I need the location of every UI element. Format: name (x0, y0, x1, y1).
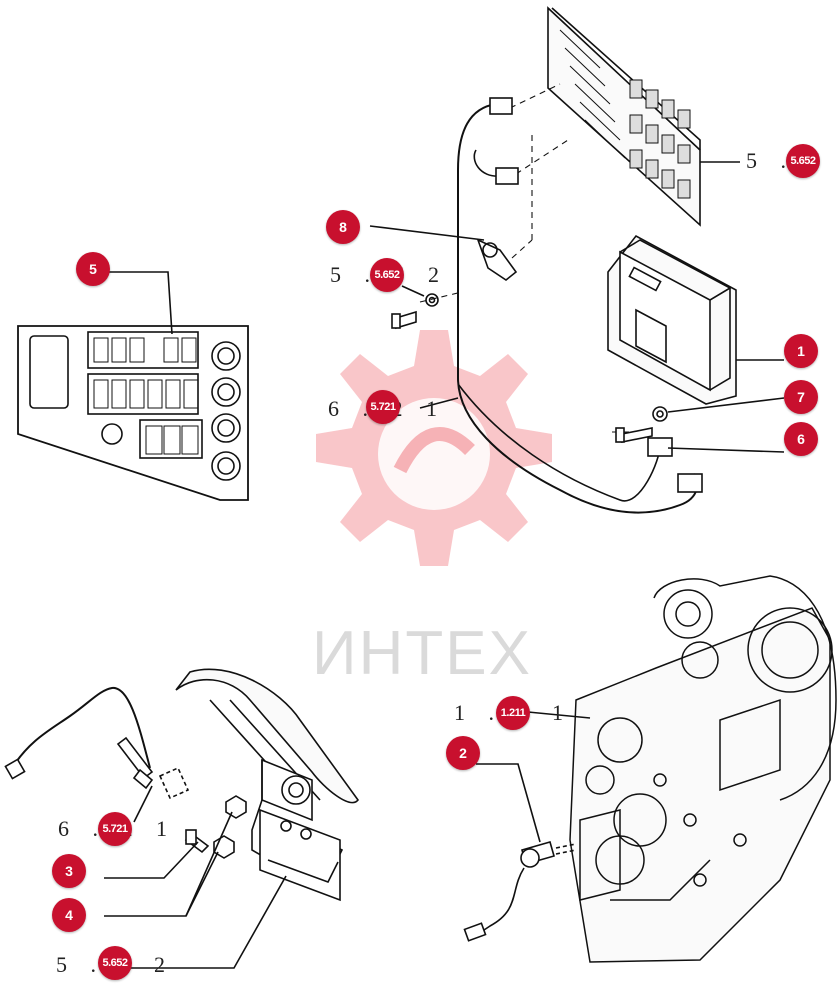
reference-badge-bottom[interactable]: 5.652 (98, 946, 132, 980)
circuit-board (547, 6, 701, 227)
foot-pedal (175, 668, 360, 902)
callout-4[interactable]: 4 (52, 898, 86, 932)
reference-badge-harness[interactable]: 5.721 (366, 390, 400, 424)
callout-5[interactable]: 5 (76, 252, 110, 286)
reference-badge-pedal-sensor[interactable]: 5.721 (98, 812, 132, 846)
callout-7[interactable]: 7 (784, 380, 818, 414)
speed-sensor (463, 841, 577, 942)
ecu-box (607, 234, 737, 405)
callout-6[interactable]: 6 (784, 422, 818, 456)
pedal-sensor (4, 686, 190, 800)
reference-badge-top-right[interactable]: 5.652 (786, 144, 820, 178)
callout-8[interactable]: 8 (326, 210, 360, 244)
transmission (569, 575, 837, 963)
control-panel (17, 325, 249, 501)
watermark-text: ИНТЕХ (312, 619, 532, 688)
reference-badge-transmission[interactable]: 1.211 (496, 696, 530, 730)
callout-2[interactable]: 2 (446, 736, 480, 770)
reference-badge-mid-left[interactable]: 5.652 (370, 258, 404, 292)
callout-1[interactable]: 1 (784, 334, 818, 368)
callout-3[interactable]: 3 (52, 854, 86, 888)
